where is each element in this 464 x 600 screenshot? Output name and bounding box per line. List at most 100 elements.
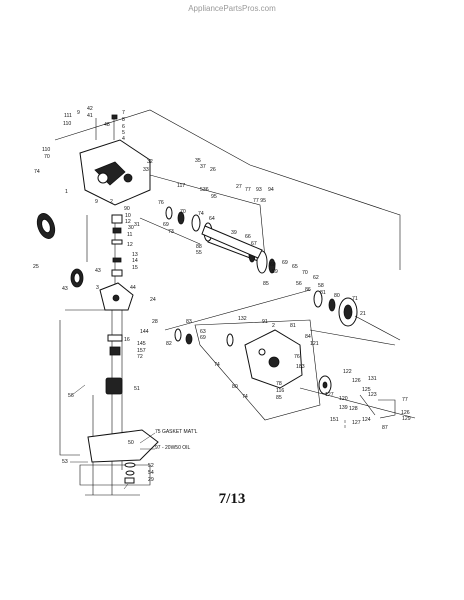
callout-label: 74	[242, 394, 248, 400]
callout-label: 2	[272, 323, 275, 329]
callout-label: 44	[130, 285, 136, 291]
callout-label: 127	[325, 392, 334, 398]
callout-label: 27	[236, 184, 242, 190]
callout-label: 9	[77, 110, 80, 116]
callout-label: 131	[368, 376, 377, 382]
callout-label: 62	[313, 275, 319, 281]
callout-label: 81	[290, 323, 296, 329]
callout-label: 123	[368, 392, 377, 398]
gasket-note: 75 GASKET MAT'L	[155, 429, 198, 435]
callout-label: 56	[68, 393, 74, 399]
callout-label: 88	[196, 244, 202, 250]
callout-label: 14	[132, 258, 138, 264]
callout-label: 87	[382, 425, 388, 431]
callout-label: 69	[282, 260, 288, 266]
callout-label: 12	[125, 219, 131, 225]
callout-label: 71	[352, 296, 358, 302]
callout-label: 51	[134, 386, 140, 392]
callout-label: 93	[256, 187, 262, 193]
callout-label: 85	[276, 395, 282, 401]
callout-label: 56	[296, 281, 302, 287]
callout-label: 43	[62, 286, 68, 292]
callout-label: 80	[232, 384, 238, 390]
callout-label: 5	[122, 130, 125, 136]
callout-label: 76	[294, 354, 300, 360]
callout-label: 10	[125, 213, 131, 219]
callout-label: 127	[352, 420, 361, 426]
callout-label: 2	[110, 199, 113, 205]
callout-label: 69	[163, 222, 169, 228]
callout-label: 48	[104, 122, 110, 128]
callout-label: 58	[318, 283, 324, 289]
callout-label: 43	[95, 268, 101, 274]
callout-label: 9	[95, 199, 98, 205]
callout-label: 90	[124, 206, 130, 212]
callout-label: 32	[147, 159, 153, 165]
callout-label: 117	[177, 183, 185, 189]
callout-label: 33	[143, 167, 149, 173]
callout-label: 80	[334, 293, 340, 299]
callout-label: 110	[42, 147, 50, 153]
callout-label: 69	[200, 335, 206, 341]
callout-label: 8	[122, 117, 125, 123]
callout-label: 145	[137, 341, 146, 347]
callout-label: 139	[339, 405, 348, 411]
callout-label: 77 95	[253, 198, 266, 204]
callout-label: 83	[186, 319, 192, 325]
callout-label: 73	[168, 229, 174, 235]
callout-label: 74	[214, 362, 220, 368]
callout-label: 60	[270, 262, 276, 268]
parts-shapes	[36, 114, 401, 486]
callout-label: 13	[132, 252, 138, 258]
callout-label: 30	[128, 225, 134, 231]
callout-label: 39	[231, 230, 237, 236]
watermark-text: AppliancePartsPros.com	[188, 4, 276, 13]
callout-label: 132	[238, 316, 247, 322]
callout-label: 85	[263, 281, 269, 287]
callout-label: 41	[87, 113, 93, 119]
callout-label: 15	[132, 265, 138, 271]
callout-label: 77	[402, 397, 408, 403]
oil-note: 97 - 20W50 OIL	[155, 445, 191, 451]
callout-label: 25	[33, 264, 39, 270]
callout-labels: 111 9 42 41 7 8 6 5 4 110 48 110 70 74 1…	[33, 106, 411, 483]
callout-label: 67	[251, 241, 257, 247]
callout-label: 26	[210, 167, 216, 173]
callout-label: 128	[349, 406, 358, 412]
callout-label: 91	[262, 319, 268, 325]
callout-label: 50	[128, 440, 134, 446]
callout-label: 144	[140, 329, 149, 335]
callout-label: 74	[34, 169, 40, 175]
callout-label: 66	[245, 234, 251, 240]
callout-label: 122	[343, 369, 352, 375]
callout-label: 11	[127, 232, 132, 238]
callout-label: 70	[44, 154, 50, 160]
callout-label: 126	[401, 410, 410, 416]
callout-label: 7	[122, 110, 125, 116]
callout-label: 12	[127, 242, 133, 248]
callout-label: 74	[198, 211, 204, 217]
callout-label: 65	[292, 264, 298, 270]
callout-label: 28	[152, 319, 158, 325]
callout-label: 64	[209, 216, 215, 222]
callout-label: 157	[137, 348, 146, 354]
callout-label: 77	[245, 187, 251, 193]
callout-label: 29	[148, 477, 154, 483]
callout-label: 125	[362, 387, 371, 393]
callout-label: 53	[62, 459, 68, 465]
callout-label: 31	[134, 222, 140, 228]
callout-label: 124	[362, 417, 371, 423]
callout-label: 86	[305, 287, 311, 293]
page-number: 7/13	[219, 491, 246, 507]
callout-label: 129	[402, 416, 411, 422]
callout-label: 42	[87, 106, 93, 112]
callout-label: 151	[330, 417, 339, 423]
callout-label: 63	[200, 329, 206, 335]
callout-label: 110	[63, 121, 71, 127]
callout-label: 35	[195, 158, 201, 164]
callout-label: 3	[96, 285, 99, 291]
callout-label: 72	[137, 354, 143, 360]
callout-label: 84	[305, 334, 311, 340]
callout-label: 4	[122, 136, 125, 142]
